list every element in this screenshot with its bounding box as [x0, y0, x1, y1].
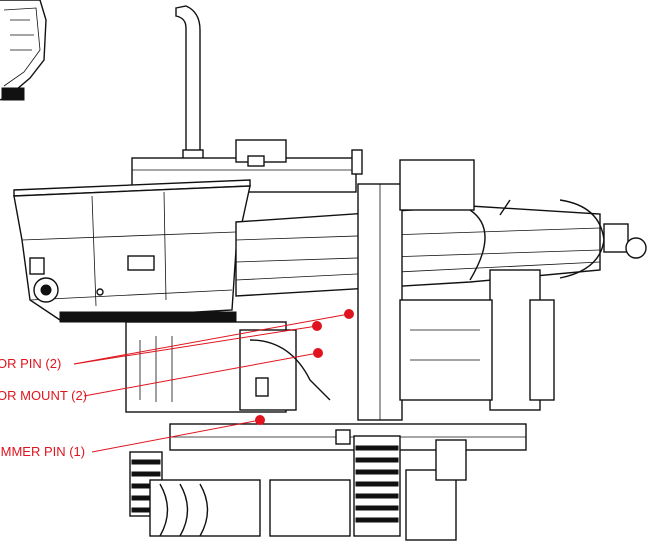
bottom-auger [149, 439, 467, 541]
exhaust-pipe [175, 5, 204, 167]
lower-left-frame [125, 321, 331, 413]
track-center [353, 435, 401, 537]
callout-or-mount: OR MOUNT (2) [0, 388, 87, 403]
callout-immer-pin: IMMER PIN (1) [0, 444, 85, 459]
central-frame [357, 159, 555, 421]
partial-component-top-left [0, 0, 47, 101]
callout-or-pin: OR PIN (2) [0, 356, 61, 371]
hopper [13, 179, 251, 323]
conveyor-tube [235, 199, 647, 297]
cross-beam [169, 423, 527, 451]
leader-lines [73, 313, 350, 453]
